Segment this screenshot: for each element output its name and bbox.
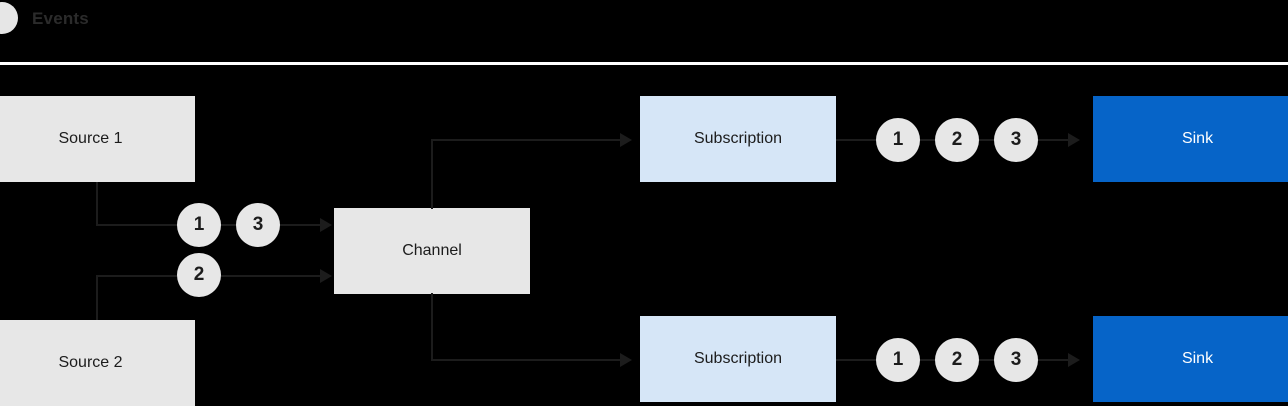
event-circle-label: 1: [892, 129, 904, 150]
node-channel[interactable]: Channel: [334, 208, 530, 294]
connector-channel-down-vertical: [431, 293, 433, 361]
node-subscription-bottom-label: Subscription: [693, 350, 783, 368]
node-subscription-bottom[interactable]: Subscription: [640, 316, 836, 402]
event-circle-label: 1: [193, 214, 205, 235]
node-sink-bottom[interactable]: Sink: [1093, 316, 1288, 402]
legend: Events: [0, 2, 89, 34]
event-circle-label: 2: [193, 264, 205, 285]
event-circle-ingress-2: 2: [177, 253, 221, 297]
node-sink-top-label: Sink: [1181, 130, 1214, 148]
connector-channel-up-vertical: [431, 139, 433, 209]
connector-channel-down-horizontal: [431, 359, 622, 361]
node-subscription-top-label: Subscription: [693, 130, 783, 148]
legend-label: Events: [32, 8, 89, 28]
arrowhead-channel-to-subscription-top: [620, 133, 632, 147]
arrowhead-subscription-bottom-to-sink: [1068, 353, 1080, 367]
event-circle-label: 2: [951, 349, 963, 370]
arrowhead-subscription-top-to-sink: [1068, 133, 1080, 147]
event-circle-label: 3: [252, 214, 264, 235]
node-source-1[interactable]: Source 1: [0, 96, 195, 182]
event-circle-egress-bottom-3: 3: [994, 338, 1038, 382]
arrowhead-source2-to-channel: [320, 269, 332, 283]
node-sink-bottom-label: Sink: [1181, 350, 1214, 368]
event-circle-label: 3: [1010, 129, 1022, 150]
arrowhead-channel-to-subscription-bottom: [620, 353, 632, 367]
connector-channel-up-horizontal: [431, 139, 622, 141]
event-circle-ingress-3: 3: [236, 203, 280, 247]
connector-source1-vertical: [96, 182, 98, 226]
header-divider: [0, 62, 1288, 65]
node-source-2[interactable]: Source 2: [0, 320, 195, 406]
event-circle-egress-top-3: 3: [994, 118, 1038, 162]
event-circle-label: 2: [951, 129, 963, 150]
node-channel-label: Channel: [402, 242, 462, 260]
event-circle-ingress-1: 1: [177, 203, 221, 247]
event-dot-icon: [0, 2, 18, 34]
node-source-2-label: Source 2: [58, 354, 123, 372]
event-circle-label: 3: [1010, 349, 1022, 370]
event-circle-egress-top-1: 1: [876, 118, 920, 162]
event-circle-egress-top-2: 2: [935, 118, 979, 162]
node-subscription-top[interactable]: Subscription: [640, 96, 836, 182]
node-sink-top[interactable]: Sink: [1093, 96, 1288, 182]
event-circle-egress-bottom-1: 1: [876, 338, 920, 382]
event-circle-label: 1: [892, 349, 904, 370]
node-source-1-label: Source 1: [58, 130, 123, 148]
event-circle-egress-bottom-2: 2: [935, 338, 979, 382]
connector-source2-vertical: [96, 275, 98, 321]
arrowhead-source1-to-channel: [320, 218, 332, 232]
